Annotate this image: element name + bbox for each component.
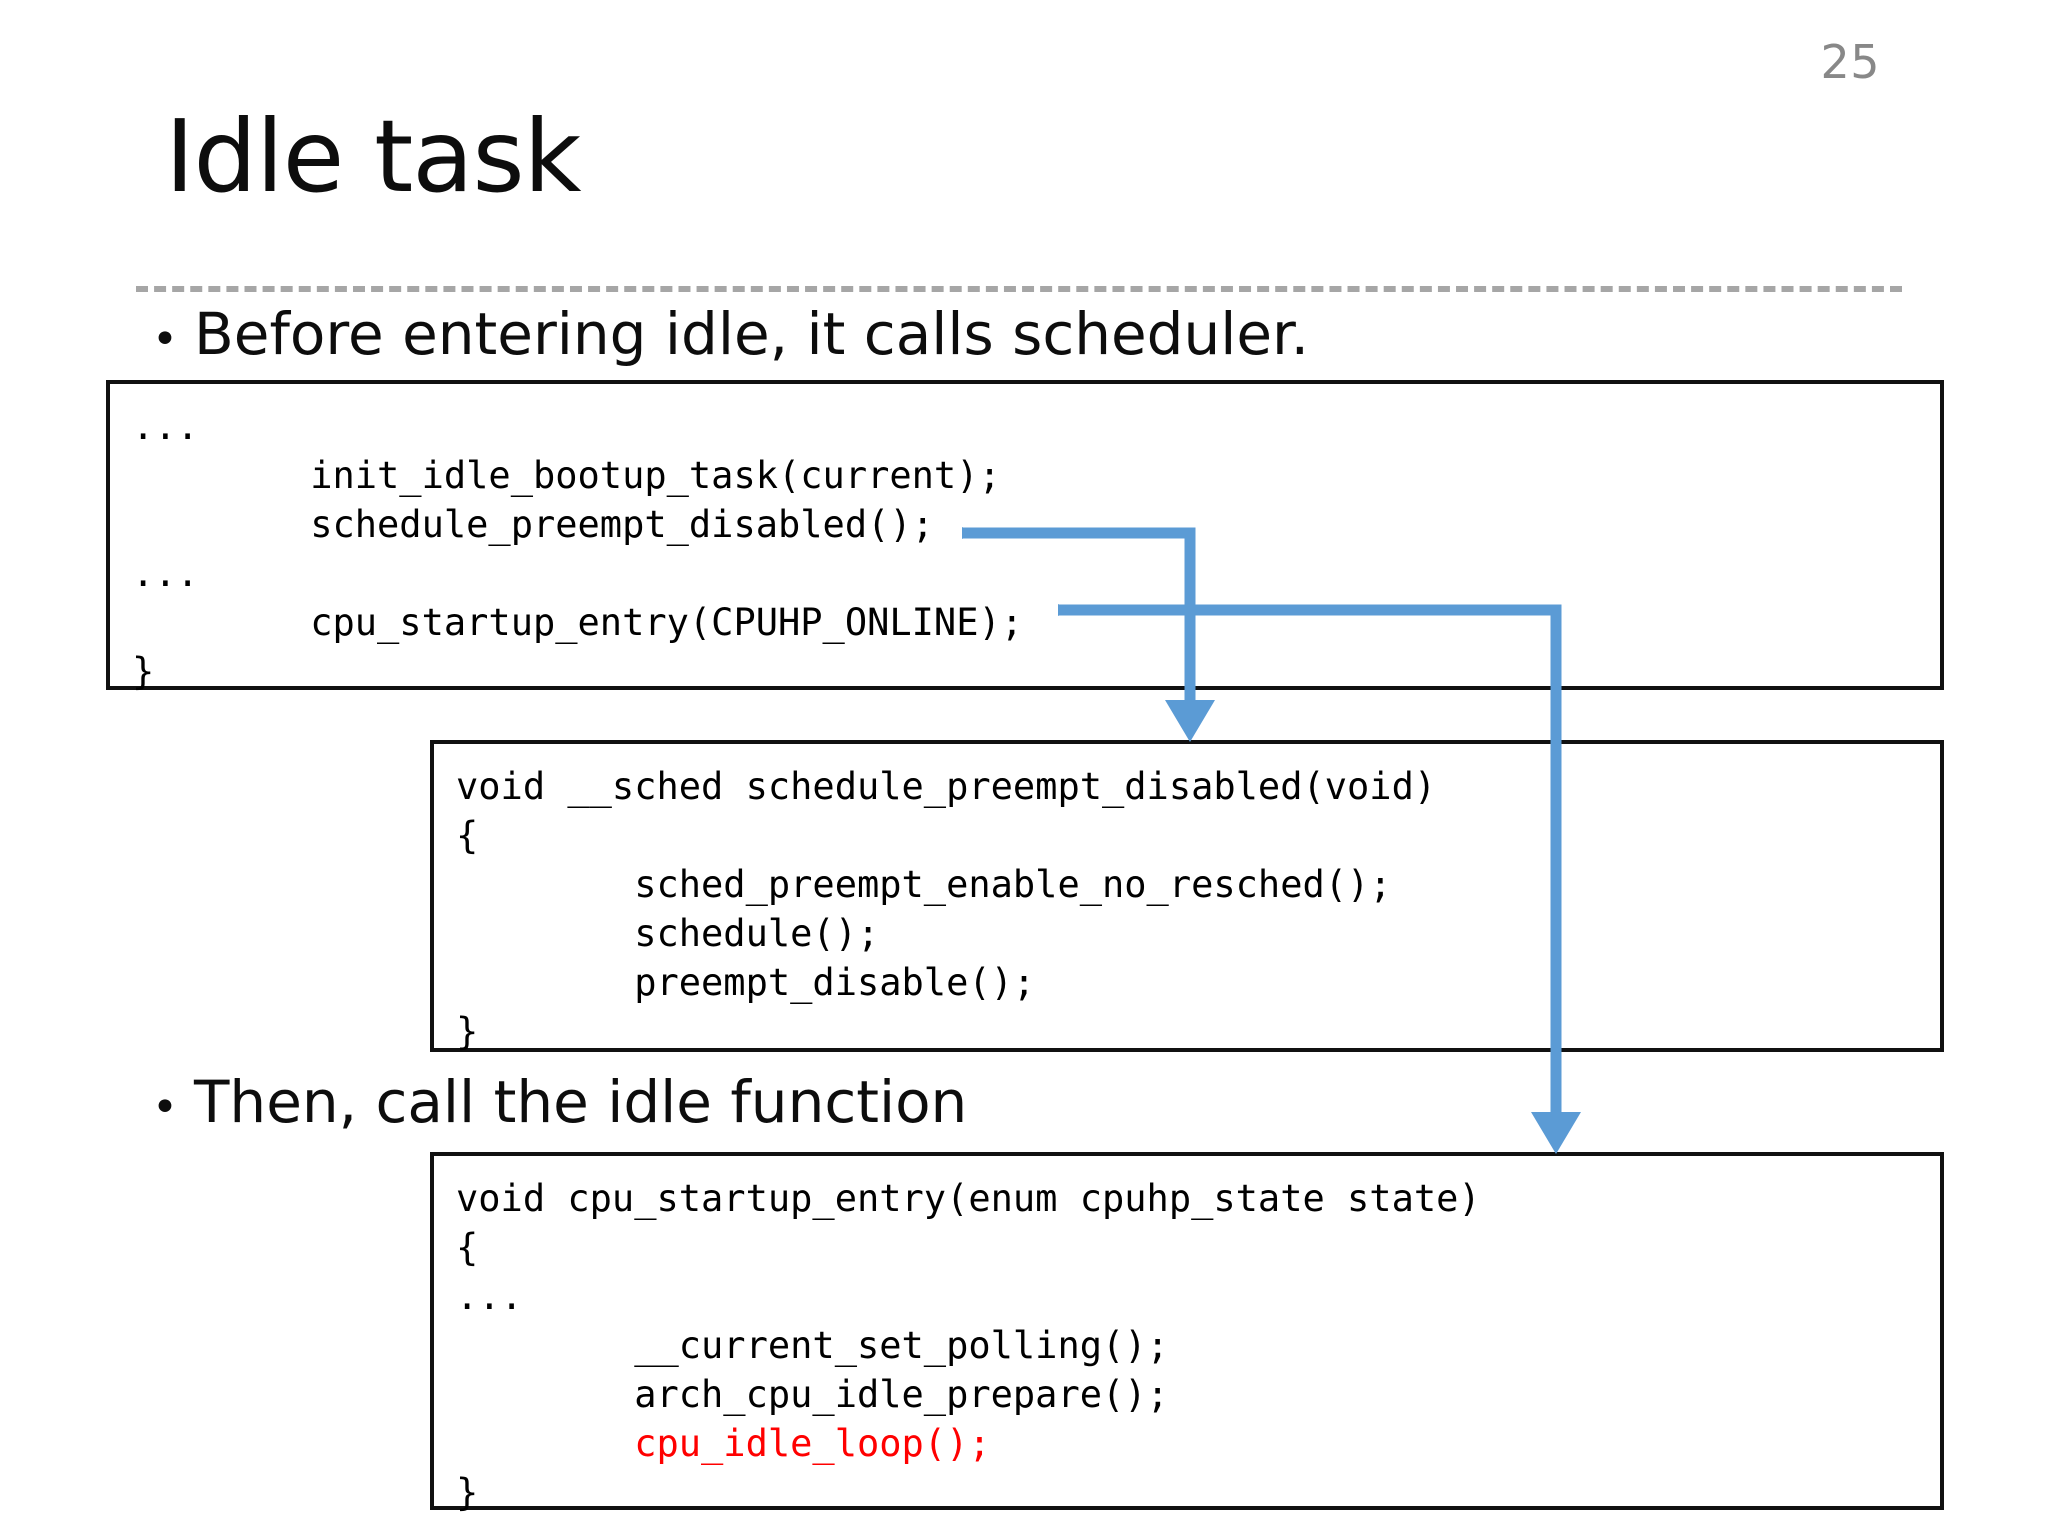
code-line: arch_cpu_idle_prepare(); [456,1373,1169,1416]
page-number: 25 [1820,35,1880,89]
code-line: { [456,814,479,857]
code-block-schedule-preempt-disabled: void __sched schedule_preempt_disabled(v… [430,740,1944,1053]
code-line: sched_preempt_enable_no_resched(); [456,863,1392,906]
code-line: } [456,1010,479,1053]
bullet-marker-icon: • [152,1082,178,1133]
code-line: preempt_disable(); [456,961,1036,1004]
code-line: } [456,1471,479,1514]
bullet-marker-icon: • [152,314,178,365]
code-line: void __sched schedule_preempt_disabled(v… [456,765,1437,808]
code-line: void cpu_startup_entry(enum cpuhp_state … [456,1177,1481,1220]
code-line: schedule(); [456,912,880,955]
bullet-item-2: • Then, call the idle function [152,1068,967,1136]
code-line: ... [132,405,199,448]
bullet-text-2: Then, call the idle function [194,1068,968,1136]
bullet-item-1: • Before entering idle, it calls schedul… [152,300,1309,368]
title-divider [136,286,1902,292]
code-line-highlighted: cpu_idle_loop(); [456,1422,991,1465]
code-line: schedule_preempt_disabled(); [132,503,934,546]
code-block-init-task: ... init_idle_bootup_task(current); sche… [106,380,1944,693]
code-line: init_idle_bootup_task(current); [132,454,1001,497]
code-line: } [132,650,155,693]
code-line: { [456,1226,479,1269]
page-title: Idle task [165,98,582,215]
code-block-cpu-startup-entry: void cpu_startup_entry(enum cpuhp_state … [430,1152,1944,1514]
bullet-text-1: Before entering idle, it calls scheduler… [194,300,1309,368]
code-line: __current_set_polling(); [456,1324,1169,1367]
code-line: cpu_startup_entry(CPUHP_ONLINE); [132,601,1024,644]
code-line: ... [456,1275,523,1318]
code-line: ... [132,552,199,595]
